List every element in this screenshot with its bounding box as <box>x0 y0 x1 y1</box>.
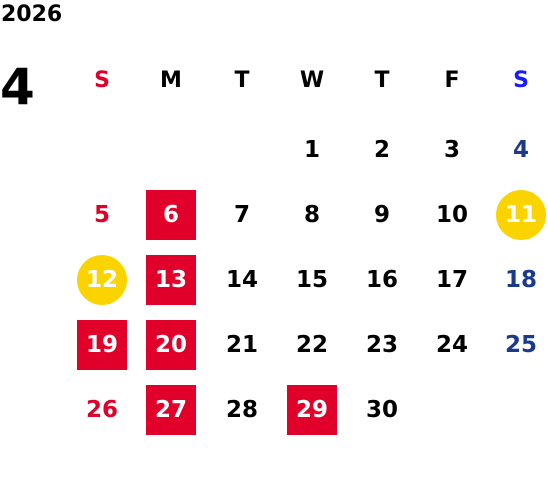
day-cell-19[interactable]: 19 <box>77 320 127 370</box>
weekday-label: W <box>299 68 325 93</box>
day-cell-7[interactable]: 7 <box>233 202 250 228</box>
day-cell-16[interactable]: 16 <box>365 267 398 293</box>
day-cell-28[interactable]: 28 <box>225 397 258 423</box>
day-cell-3[interactable]: 3 <box>443 137 460 163</box>
weekday-label: T <box>374 68 390 93</box>
day-cell-20[interactable]: 20 <box>146 320 196 370</box>
calendar-month: 4 <box>0 58 35 116</box>
day-cell-11[interactable]: 11 <box>496 190 546 240</box>
day-cell-1[interactable]: 1 <box>303 137 320 163</box>
day-cell-24[interactable]: 24 <box>435 332 468 358</box>
day-cell-13[interactable]: 13 <box>146 255 196 305</box>
day-cell-18[interactable]: 18 <box>504 267 537 293</box>
day-cell-9[interactable]: 9 <box>373 202 390 228</box>
day-cell-15[interactable]: 15 <box>295 267 328 293</box>
day-cell-6[interactable]: 6 <box>146 190 196 240</box>
day-cell-17[interactable]: 17 <box>435 267 468 293</box>
day-cell-23[interactable]: 23 <box>365 332 398 358</box>
weekday-label: F <box>444 68 460 93</box>
day-cell-29[interactable]: 29 <box>287 385 337 435</box>
day-cell-26[interactable]: 26 <box>85 397 118 423</box>
weekday-label: S <box>513 68 529 93</box>
weekday-label: S <box>94 68 110 93</box>
day-cell-4[interactable]: 4 <box>512 137 529 163</box>
day-cell-25[interactable]: 25 <box>504 332 537 358</box>
day-cell-8[interactable]: 8 <box>303 202 320 228</box>
weekday-label: M <box>160 68 182 93</box>
weekday-label: T <box>234 68 250 93</box>
day-cell-12[interactable]: 12 <box>77 255 127 305</box>
day-cell-10[interactable]: 10 <box>435 202 468 228</box>
day-cell-14[interactable]: 14 <box>225 267 258 293</box>
day-cell-2[interactable]: 2 <box>373 137 390 163</box>
day-cell-22[interactable]: 22 <box>295 332 328 358</box>
day-cell-27[interactable]: 27 <box>146 385 196 435</box>
day-cell-30[interactable]: 30 <box>365 397 398 423</box>
calendar-year: 2026 <box>1 2 63 27</box>
day-cell-5[interactable]: 5 <box>93 202 110 228</box>
day-cell-21[interactable]: 21 <box>225 332 258 358</box>
